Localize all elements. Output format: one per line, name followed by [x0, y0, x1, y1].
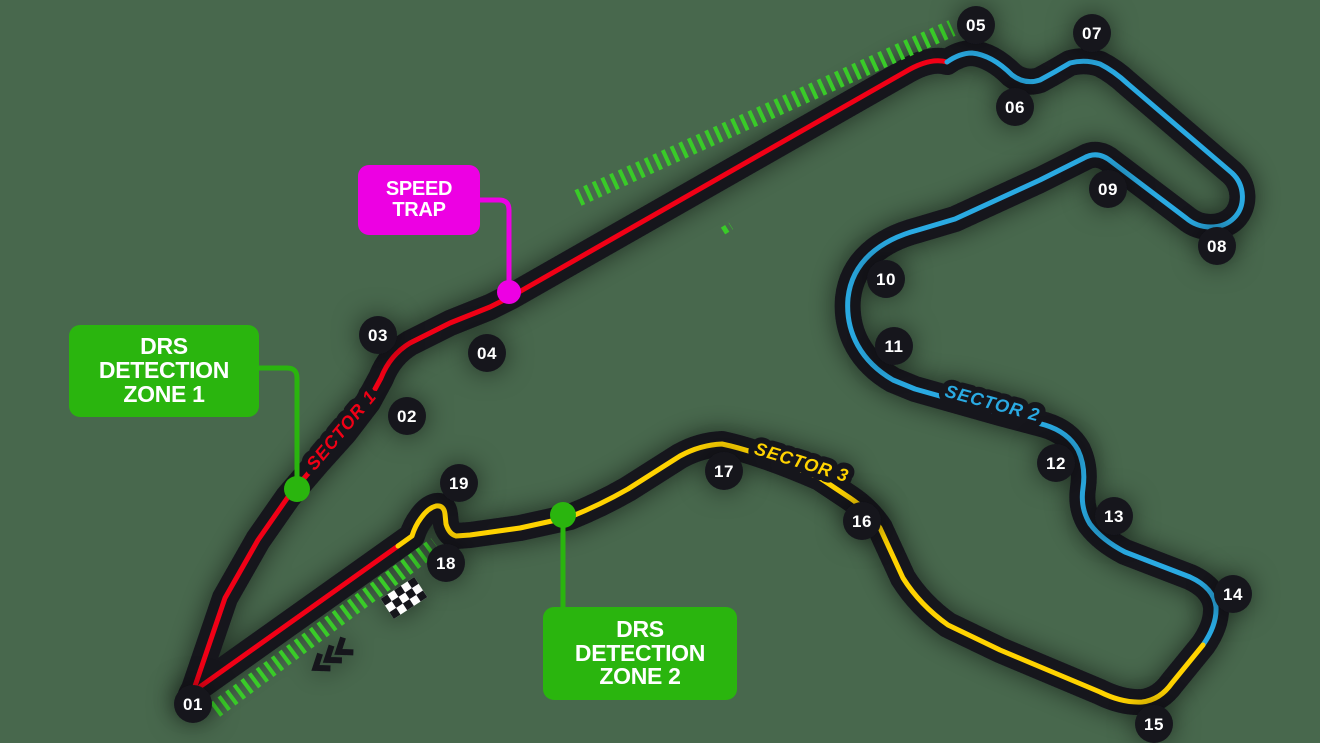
- sector3-line: [395, 441, 1206, 705]
- drs-zone-dashes-kemmel: [574, 20, 956, 206]
- turn-number: 18: [436, 554, 456, 573]
- turn-marker-circle: [359, 316, 397, 354]
- turn-number: 13: [1104, 507, 1124, 526]
- drs-detection-zone-2-label: DRS DETECTION ZONE 2: [543, 607, 737, 700]
- turn-marker-circle: [174, 685, 212, 723]
- turn-number: 05: [966, 16, 986, 35]
- turn-marker-04: 04: [468, 334, 506, 372]
- turn-marker-circle: [1073, 14, 1111, 52]
- drs-zone-2-label-line: DRS: [616, 615, 664, 642]
- start-finish-flag-icon: [380, 577, 428, 619]
- turn-number: 16: [852, 512, 872, 531]
- annotation-connectors: [255, 197, 576, 611]
- drs-zone-1-label-line: DETECTION: [98, 357, 230, 384]
- turn-marker-circle: [1089, 170, 1127, 208]
- turn-number: 14: [1223, 585, 1243, 604]
- drs-zones: [209, 20, 956, 717]
- turn-marker-09: 09: [1089, 170, 1127, 208]
- drs-detection-1-dot: [284, 476, 310, 502]
- sector2-line: [845, 50, 1245, 648]
- turn-marker-circle: [1135, 705, 1173, 743]
- turn-marker-circle: [1198, 227, 1236, 265]
- turn-marker-02: 02: [388, 397, 426, 435]
- turn-marker-circle: [705, 452, 743, 490]
- turn-number: 19: [449, 474, 469, 493]
- turn-number: 08: [1207, 237, 1227, 256]
- turn-marker-01: 01: [174, 685, 212, 723]
- sector-label: SECTOR 1: [302, 386, 380, 474]
- turn-marker-19: 19: [440, 464, 478, 502]
- turn-marker-circle: [388, 397, 426, 435]
- turn-number: 01: [183, 695, 203, 714]
- turn-marker-circle: [1095, 497, 1133, 535]
- drs-zone-1-label-line: DRS: [140, 333, 188, 360]
- drs-detection-2-dot: [550, 502, 576, 528]
- turn-marker-10: 10: [867, 260, 905, 298]
- speed-trap-label-line: TRAP: [392, 199, 446, 221]
- turn-marker-11: 11: [875, 327, 913, 365]
- turn-number: 15: [1144, 715, 1164, 734]
- turn-number: 11: [885, 337, 904, 356]
- drs-zone-1-label-line: ZONE 1: [123, 380, 205, 407]
- turn-number: 02: [397, 407, 417, 426]
- turn-number: 03: [368, 326, 388, 345]
- turn-number: 06: [1005, 98, 1025, 117]
- turn-marker-07: 07: [1073, 14, 1111, 52]
- turn-marker-circle: [875, 327, 913, 365]
- speed-trap-label: SPEED TRAP: [358, 165, 480, 235]
- turn-number: 12: [1046, 454, 1066, 473]
- turn-number: 10: [876, 270, 896, 289]
- drs-detection-1-connector: [255, 365, 300, 490]
- turn-marker-16: 16: [843, 502, 881, 540]
- turn-marker-circle: [440, 464, 478, 502]
- turn-marker-circle: [996, 88, 1034, 126]
- turn-number: 09: [1098, 180, 1118, 199]
- turn-marker-03: 03: [359, 316, 397, 354]
- turn-number: 17: [714, 462, 734, 481]
- drs-detection-zone-1-label: DRS DETECTION ZONE 1: [69, 325, 259, 417]
- drs-zone-2-label-line: ZONE 2: [599, 663, 681, 690]
- turn-marker-15: 15: [1135, 705, 1173, 743]
- turn-markers: 01 02 03 04 05 06 07 08 09 10 11 12 13 14 15 16 17 18 19: [174, 6, 1252, 743]
- speed-trap-label-line: SPEED: [385, 178, 453, 201]
- turn-marker-circle: [427, 544, 465, 582]
- drs-zone-dash-stray: [720, 222, 734, 235]
- turn-marker-08: 08: [1198, 227, 1236, 265]
- turn-marker-14: 14: [1214, 575, 1252, 613]
- turn-marker-06: 06: [996, 88, 1034, 126]
- direction-chevrons-icon: [311, 636, 354, 672]
- turn-marker-circle: [867, 260, 905, 298]
- turn-marker-circle: [1037, 444, 1075, 482]
- drs-zone-dashes-start-straight: [209, 538, 442, 717]
- drs-zone-2-label-line: DETECTION: [574, 639, 706, 666]
- turn-marker-17: 17: [705, 452, 743, 490]
- turn-marker-12: 12: [1037, 444, 1075, 482]
- turn-marker-circle: [843, 502, 881, 540]
- turn-marker-18: 18: [427, 544, 465, 582]
- speed-trap-connector: [477, 197, 512, 293]
- turn-marker-13: 13: [1095, 497, 1133, 535]
- turn-marker-circle: [1214, 575, 1252, 613]
- turn-number: 07: [1082, 24, 1102, 43]
- turn-marker-circle: [468, 334, 506, 372]
- turn-marker-circle: [957, 6, 995, 44]
- turn-number: 04: [477, 344, 497, 363]
- track-outline: [177, 40, 1256, 716]
- turn-marker-05: 05: [957, 6, 995, 44]
- speed-trap-dot: [497, 280, 521, 304]
